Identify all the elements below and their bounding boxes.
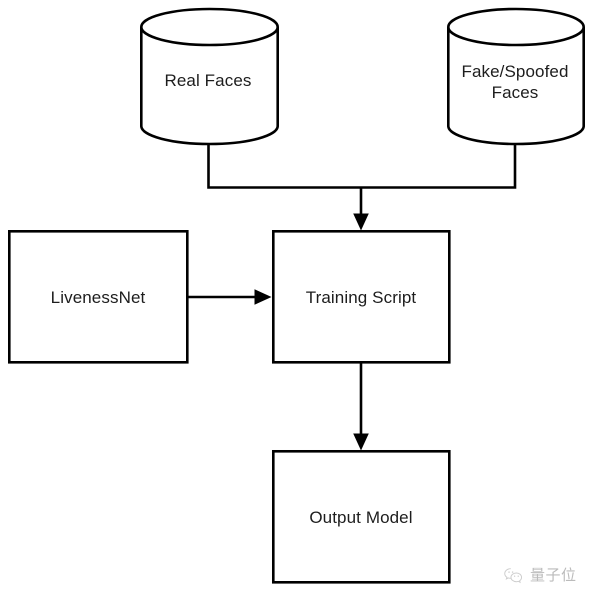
node-real-faces[interactable] [140,7,279,146]
node-output-model-box[interactable] [271,449,451,584]
node-training-script-box[interactable] [271,230,451,364]
wechat-icon [504,567,523,583]
edge-datasets-to-training [207,144,517,231]
fake-faces-cylinder-top [446,7,585,47]
edge-livenessnet-to-training [187,289,272,305]
node-fake-faces[interactable] [446,7,585,146]
training-output-arrowhead [353,433,369,451]
watermark-text: 量子位 [530,565,577,584]
livenessnet-edge-arrowhead [254,289,272,305]
real-faces-cylinder-top [140,7,279,47]
node-livenessnet-box[interactable] [8,230,189,364]
dataset-merge-arrowhead [353,213,369,231]
edge-training-to-output [353,362,369,451]
watermark: 量子位 [503,559,587,591]
dataset-merge-bus [207,144,517,189]
